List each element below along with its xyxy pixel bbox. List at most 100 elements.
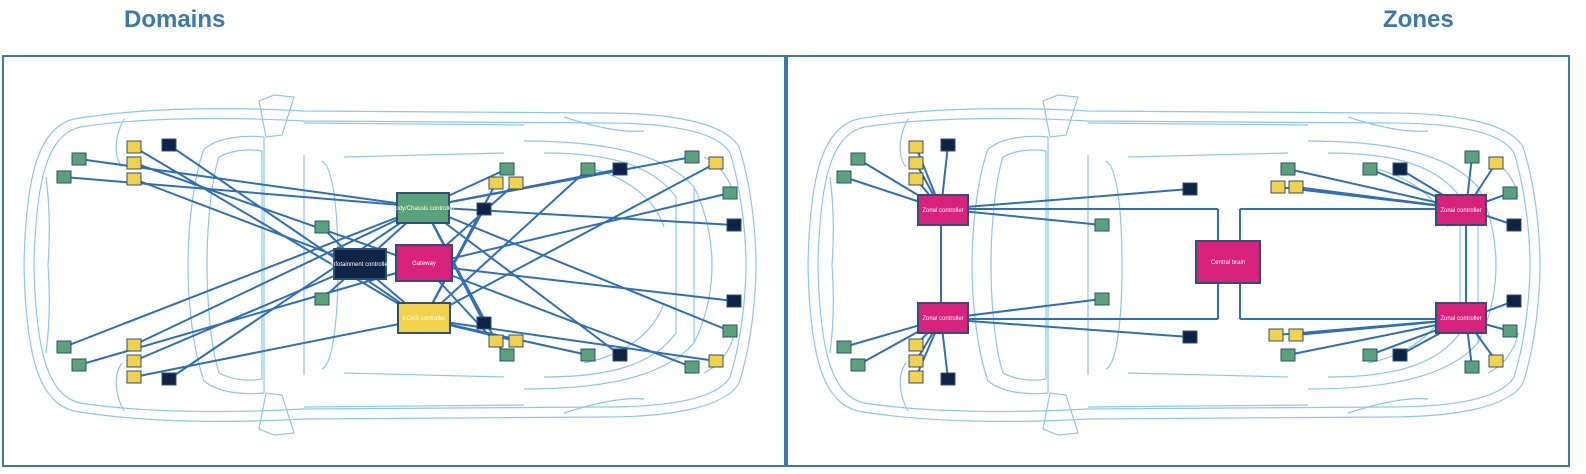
dark-ecu-node bbox=[940, 138, 956, 152]
yellow-ecu-node bbox=[126, 172, 142, 186]
network-wire bbox=[133, 264, 361, 362]
network-wire bbox=[423, 318, 717, 362]
car-outline-line bbox=[115, 362, 125, 412]
yellow-ecu-node bbox=[508, 176, 524, 190]
yellow-ecu-node bbox=[908, 370, 924, 384]
green-ecu-node bbox=[1094, 218, 1110, 232]
yellow-ecu-node bbox=[488, 176, 504, 190]
dark-ecu-node bbox=[726, 294, 742, 308]
green-ecu-node bbox=[56, 340, 72, 354]
adas-controller-label: ADAS controller bbox=[403, 316, 446, 322]
dark-ecu-node bbox=[940, 372, 956, 386]
car-outline-line bbox=[829, 176, 834, 354]
green-ecu-node bbox=[684, 360, 700, 374]
yellow-ecu-node bbox=[126, 140, 142, 154]
green-ecu-node bbox=[836, 340, 852, 354]
yellow-ecu-node bbox=[908, 172, 924, 186]
dark-ecu-node bbox=[1182, 182, 1198, 196]
dark-ecu-node bbox=[1392, 348, 1408, 362]
network-wire bbox=[940, 188, 1191, 210]
central-brain-label: Central brain bbox=[1211, 260, 1245, 266]
car-outline-line bbox=[583, 302, 665, 364]
green-ecu-node bbox=[499, 348, 515, 362]
green-ecu-node bbox=[1502, 186, 1518, 200]
green-ecu-node bbox=[850, 152, 866, 166]
central-brain bbox=[1195, 240, 1261, 284]
car-outline-line bbox=[807, 108, 1541, 422]
yellow-ecu-node bbox=[708, 354, 724, 368]
network-wire bbox=[423, 168, 589, 320]
car-outline-line bbox=[343, 372, 505, 378]
network-wire bbox=[133, 146, 425, 320]
car-outline-line bbox=[899, 118, 909, 168]
yellow-ecu-node bbox=[908, 354, 924, 368]
zonal-controller-front-left-label: Zonal controller bbox=[922, 208, 963, 214]
car-outline-line bbox=[899, 362, 909, 412]
green-ecu-node bbox=[499, 162, 515, 176]
car-outline-line bbox=[45, 176, 50, 354]
dark-ecu-node bbox=[612, 348, 628, 362]
network-wire bbox=[133, 206, 425, 346]
yellow-ecu-node bbox=[1288, 180, 1304, 194]
dark-ecu-node bbox=[476, 316, 492, 330]
network-wire bbox=[423, 318, 589, 356]
car-outline-line bbox=[258, 392, 295, 436]
car-outline-line bbox=[1347, 116, 1429, 132]
adas-controller bbox=[397, 302, 451, 334]
car-outline-line bbox=[1327, 152, 1461, 378]
yellow-ecu-node bbox=[908, 156, 924, 170]
green-ecu-node bbox=[684, 150, 700, 164]
green-ecu-node bbox=[722, 186, 738, 200]
dark-ecu-node bbox=[476, 202, 492, 216]
yellow-ecu-node bbox=[708, 156, 724, 170]
car-outline-line bbox=[303, 404, 525, 408]
yellow-ecu-node bbox=[1270, 180, 1286, 194]
yellow-ecu-node bbox=[126, 354, 142, 368]
green-ecu-node bbox=[722, 324, 738, 338]
yellow-ecu-node bbox=[126, 156, 142, 170]
infotainment-controller-label: Infotainment controller bbox=[330, 262, 389, 268]
yellow-ecu-node bbox=[126, 338, 142, 352]
yellow-ecu-node bbox=[488, 334, 504, 348]
network-wire bbox=[423, 264, 693, 368]
car-outline-line bbox=[187, 135, 265, 395]
green-ecu-node bbox=[314, 292, 330, 306]
network-wire bbox=[423, 206, 735, 226]
infotainment-controller bbox=[333, 248, 387, 280]
yellow-ecu-node bbox=[126, 370, 142, 384]
car-outline-line bbox=[583, 166, 665, 228]
car-outline-line bbox=[1087, 122, 1309, 126]
zonal-controller-front-left bbox=[917, 194, 969, 226]
car-outline-line bbox=[563, 116, 645, 132]
zonal-controller-front-right bbox=[1435, 194, 1487, 226]
network-wire bbox=[423, 156, 693, 208]
gateway-controller-label: Gateway bbox=[412, 261, 436, 267]
green-ecu-node bbox=[580, 162, 596, 176]
car-outline-line bbox=[1127, 372, 1289, 378]
dark-ecu-node bbox=[1392, 162, 1408, 176]
car-outline-line bbox=[523, 140, 695, 390]
green-ecu-node bbox=[1502, 324, 1518, 338]
body-controller-label: Body/Chassis controller bbox=[391, 206, 454, 212]
car-outline-line bbox=[343, 152, 505, 158]
network-wire bbox=[63, 176, 425, 208]
car-outline-line bbox=[115, 118, 125, 168]
zonal-controller-rear-left-label: Zonal controller bbox=[922, 316, 963, 322]
green-ecu-node bbox=[71, 358, 87, 372]
dark-ecu-node bbox=[161, 372, 177, 386]
yellow-ecu-node bbox=[1488, 156, 1504, 170]
green-ecu-node bbox=[1094, 292, 1110, 306]
zonal-controller-rear-left bbox=[917, 302, 969, 334]
green-ecu-node bbox=[1280, 162, 1296, 176]
network-wire bbox=[423, 192, 731, 266]
car-outline-line bbox=[693, 186, 713, 344]
dark-ecu-node bbox=[161, 138, 177, 152]
zones-heading: Zones bbox=[1383, 6, 1454, 33]
network-wire bbox=[423, 162, 717, 320]
car-outline-line bbox=[563, 398, 645, 414]
car-outline-line bbox=[817, 117, 1531, 413]
network-wire bbox=[133, 318, 425, 378]
gateway-controller bbox=[395, 244, 453, 282]
